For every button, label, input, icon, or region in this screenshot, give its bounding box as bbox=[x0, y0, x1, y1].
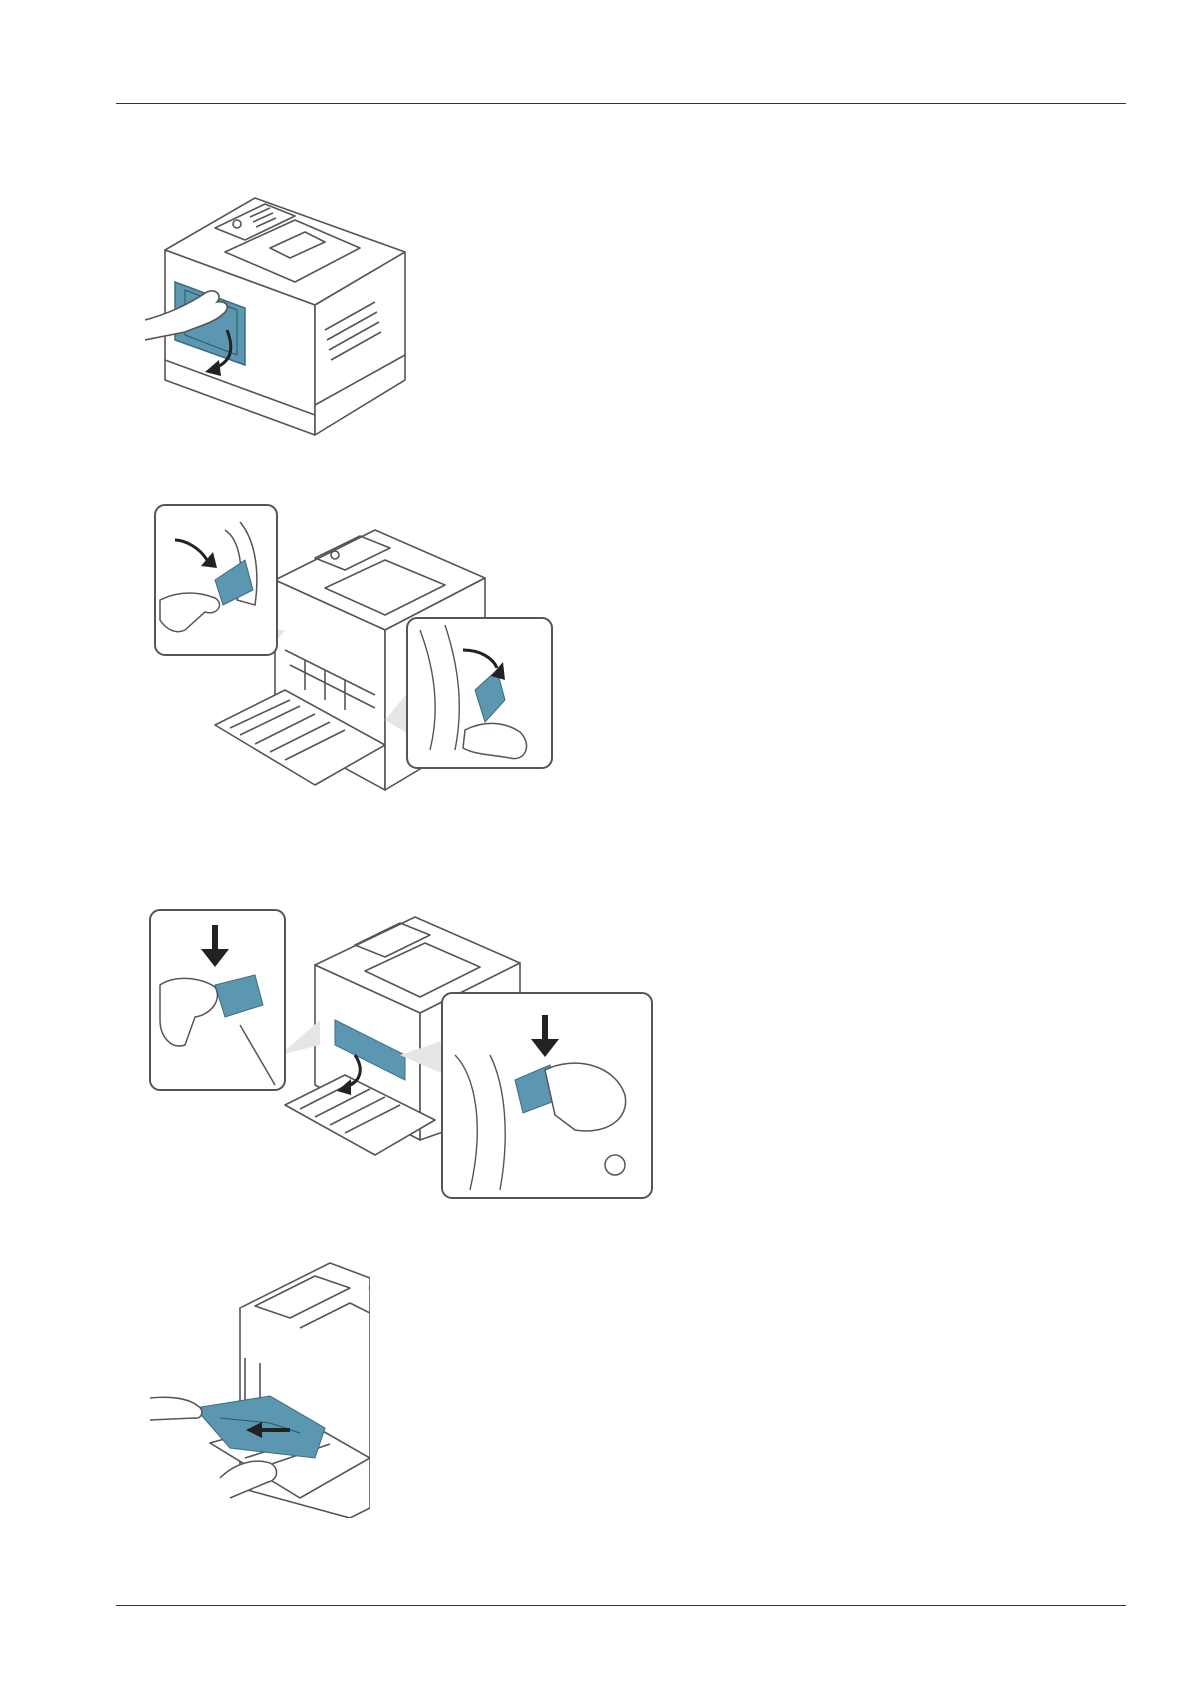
printer-icon bbox=[145, 190, 415, 440]
illustration-pull-jammed-paper bbox=[150, 1258, 370, 1518]
header-rule bbox=[116, 103, 1126, 104]
illustration-open-rear-cover bbox=[145, 190, 415, 440]
illustration-lower-fuser-levers bbox=[145, 500, 555, 830]
illustration-press-fuser-levers bbox=[145, 905, 655, 1200]
footer-rule bbox=[116, 1605, 1126, 1606]
hand-icon bbox=[150, 1397, 202, 1420]
